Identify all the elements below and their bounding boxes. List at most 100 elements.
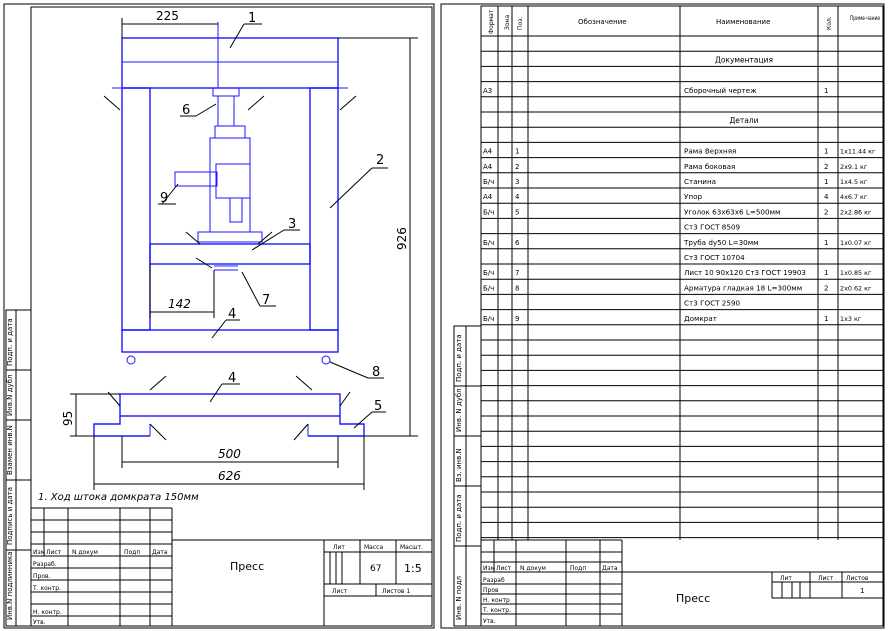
dimension-lines <box>70 18 418 490</box>
callout-1: 1 <box>248 11 256 26</box>
tb-right-h-izm: Изм <box>483 565 495 572</box>
dim-626: 626 <box>218 469 241 483</box>
spec-row-pos: 8 <box>515 284 519 292</box>
callout-2: 2 <box>376 153 384 168</box>
spec-row-pos: 5 <box>515 208 519 216</box>
callout-8: 8 <box>372 365 380 380</box>
spec-row-name: Документация <box>715 55 773 64</box>
tb-left-role-2: Пров. <box>33 573 51 580</box>
tb-left-mass-label: Масса <box>364 544 383 551</box>
tb-right-role-1: Разраб <box>483 577 505 584</box>
spec-h-pos: Поз. <box>517 17 524 30</box>
tb-left-h-date: Дата <box>152 549 168 556</box>
spec-row-qty: 1 <box>824 239 828 247</box>
spec-row-qty: 2 <box>824 208 828 216</box>
side-label-left-2: Подпись и дата <box>6 487 14 545</box>
spec-row-name: Ст3 ГОСТ 10704 <box>684 253 745 262</box>
tb-left-h-list: Лист <box>46 549 62 556</box>
spec-row-name: Уголок 63x63x6 L=500мм <box>684 207 780 216</box>
base-beam <box>119 393 341 417</box>
tb-left-role-5: Н. контр. <box>33 609 62 616</box>
side-label-right-3: Вз. инв.N <box>455 448 463 482</box>
left-side-strip: Инв.N подлинника Подпись и дата Взамен и… <box>5 309 32 627</box>
spec-row-qty: 2 <box>824 163 828 171</box>
spec-row-name: Станина <box>684 177 716 186</box>
spec-row-name: Труба dy50 L=30мм <box>683 238 759 247</box>
tb-left-mass: 67 <box>370 564 381 574</box>
spec-columns <box>497 6 839 540</box>
tb-right-role-2: Пров <box>483 587 499 594</box>
spec-row-name: Арматура гладкая 18 L=300мм <box>684 283 802 292</box>
spec-row-note: 2x2.86 кг <box>840 208 872 216</box>
spec-row-format: A3 <box>483 87 492 95</box>
tb-left-role-6: Утв. <box>33 619 46 626</box>
side-label-right-2: Подп. и дата <box>455 494 463 542</box>
callout-leaders <box>158 23 388 429</box>
spec-row-pos: 7 <box>515 269 519 277</box>
drawing-note: 1. Ход штока домкрата 150мм <box>38 492 199 503</box>
callout-7: 7 <box>262 293 270 308</box>
right-sheet: Инв. N подл Подп. и дата Вз. инв.N Инв. … <box>440 3 885 629</box>
callout-9: 9 <box>160 191 168 206</box>
tb-left-h-doc: N докум <box>72 549 98 556</box>
spec-table-header: Формат Зона Поз. Обозначение Наименовани… <box>481 9 883 37</box>
spec-h-note: Приме-чание <box>850 15 880 22</box>
callout-5: 5 <box>374 399 382 414</box>
tb-right-role-4: Т. контр. <box>482 607 511 614</box>
spec-row-pos: 4 <box>515 193 520 201</box>
top-beam <box>121 37 339 89</box>
tb-right-sheets: 1 <box>860 587 864 595</box>
dim-926: 926 <box>395 227 409 250</box>
tb-left-sheets-label: Листов 1 <box>382 588 410 595</box>
tb-right-h-list: Лист <box>496 565 512 572</box>
tb-left-h-podp: Подп <box>124 549 140 556</box>
spec-row-pos: 6 <box>515 239 520 247</box>
tb-right-h-doc: N докум <box>520 565 546 572</box>
dim-142: 142 <box>168 297 191 311</box>
press-table <box>149 243 311 265</box>
side-label-right-1: Инв. N подл <box>455 576 463 620</box>
tb-left-role-1: Разраб. <box>33 561 57 568</box>
tb-left-lit-label: Лит <box>333 544 345 551</box>
spec-row-name: Ст3 ГОСТ 8509 <box>684 223 741 232</box>
callout-3: 3 <box>288 217 296 232</box>
spec-row-format: Б/ч <box>483 208 494 216</box>
spec-row-name: Детали <box>729 116 758 125</box>
spec-h-format: Формат <box>488 9 495 34</box>
callout-6: 6 <box>182 103 190 118</box>
spec-row-pos: 1 <box>515 148 519 156</box>
spec-row-pos: 2 <box>515 163 519 171</box>
right-side-strip: Инв. N подл Подп. и дата Вз. инв.N Инв. … <box>453 325 482 627</box>
spec-row-format: Б/ч <box>483 315 494 323</box>
tb-right-sheets-label: Листов <box>846 575 869 582</box>
tb-right-role-5: Утв. <box>483 618 496 625</box>
spec-row-format: A4 <box>483 163 493 171</box>
dim-95: 95 <box>61 411 75 426</box>
tb-right-h-podp: Подп <box>570 565 586 572</box>
spec-row-pos: 9 <box>515 315 519 323</box>
spec-row-qty: 1 <box>824 87 828 95</box>
spec-row-name: Сборочный чертеж <box>684 86 757 95</box>
spec-row-note: 2x0.62 кг <box>840 284 872 292</box>
lower-beam <box>121 329 339 353</box>
tb-right-sheet-label: Лист <box>818 575 834 582</box>
side-frame-left <box>121 87 151 331</box>
side-label-left-1: Инв.N подлинника <box>6 551 14 620</box>
dim-225: 225 <box>156 9 179 23</box>
side-label-left-4: Инв.N дубл <box>6 375 14 416</box>
callout-4a: 4 <box>228 307 236 322</box>
tb-left-h-izm: Изм <box>33 549 45 556</box>
spec-row-name: Упор <box>684 192 702 201</box>
spec-row-note: 1x0.07 кг <box>840 239 872 247</box>
side-label-right-5: Подп. и дата <box>455 334 463 382</box>
spec-h-name: Наименование <box>716 18 770 26</box>
tb-left-sheet-label: Лист <box>332 588 348 595</box>
spec-row-qty: 1 <box>824 178 828 186</box>
spec-h-designation: Обозначение <box>578 18 627 26</box>
spec-row-note: 1x0.85 кг <box>840 269 872 277</box>
spec-row-note: 1x11.44 кг <box>840 148 876 156</box>
title-block-left: Изм Лист N докум Подп Дата Разраб. Пров.… <box>31 507 432 626</box>
side-label-left-5: Подп. и дата <box>6 318 14 366</box>
